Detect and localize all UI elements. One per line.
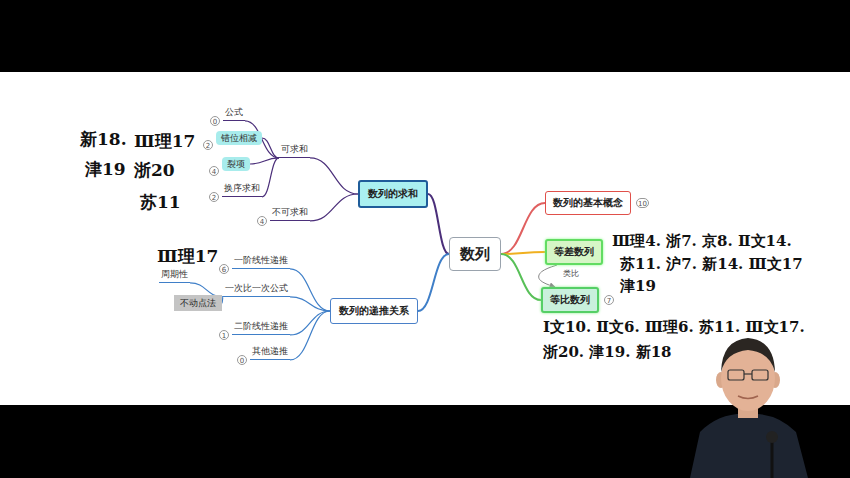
slide-area	[0, 72, 850, 405]
presenter-glasses	[728, 370, 744, 380]
branch-line	[290, 311, 330, 335]
topic-text: 其他递推	[252, 346, 288, 357]
branch-line	[310, 158, 358, 194]
topic-text: 数列的求和	[368, 188, 418, 200]
highlighted-subtopic: 裂项	[222, 157, 250, 172]
topic-text: 错位相减	[221, 133, 257, 144]
main-topic: 数列的基本概念	[545, 191, 631, 215]
presenter-body	[690, 414, 808, 478]
branch-line	[418, 254, 449, 311]
branch-line	[501, 252, 545, 254]
subtopic: 一阶线性递推	[232, 255, 290, 269]
topic-text: 数列的递推关系	[339, 305, 409, 317]
topic-count-badge: 7	[604, 295, 614, 305]
subtopic: 换序求和	[222, 183, 262, 197]
handwritten-note: 苏11	[140, 193, 181, 212]
topic-text: 裂项	[227, 159, 245, 170]
topic-text: 数列	[460, 245, 490, 263]
topic-text: 数列的基本概念	[553, 197, 623, 209]
topic-text: 等比数列	[550, 294, 590, 306]
main-topic: 数列的递推关系	[330, 298, 418, 324]
topic-text: 一次比一次公式	[225, 283, 288, 294]
presenter-mouth	[738, 396, 758, 399]
method-box: 不动点法	[174, 295, 222, 312]
subtopic: 其他递推	[250, 346, 290, 360]
microphone	[766, 431, 778, 443]
branch-line	[310, 194, 358, 221]
branch-line	[290, 297, 330, 311]
subtopic: 一次比一次公式	[223, 283, 290, 297]
topic-text: 一阶线性递推	[234, 255, 288, 266]
handwritten-note: 津19	[85, 160, 126, 179]
presenter-glasses	[744, 373, 752, 374]
edge-label: 类比	[562, 270, 580, 279]
highlighted-subtopic: 错位相减	[216, 131, 262, 146]
central-topic: 数列	[449, 237, 501, 271]
topic-count-badge: 2	[203, 140, 213, 150]
handwritten-note: Ⅲ理17	[157, 247, 218, 266]
topic-text: 不可求和	[272, 207, 308, 218]
handwritten-note: Ⅲ理17	[134, 132, 195, 151]
main-topic: 数列的求和	[358, 180, 428, 208]
microphone-stand	[771, 442, 774, 478]
topic-text: 周期性	[161, 269, 188, 280]
presenter	[690, 338, 808, 478]
topic-text: 等差数列	[554, 246, 594, 258]
handwritten-note: 浙20. 津19. 新18	[543, 344, 672, 361]
subtopic: 可求和	[279, 144, 310, 158]
topic-count-badge: 0	[237, 355, 247, 365]
main-topic: 等差数列	[545, 239, 603, 265]
topic-count-badge: 4	[257, 216, 267, 226]
branch-line	[428, 194, 449, 254]
subtopic: 周期性	[159, 269, 190, 283]
analogy-arrow	[539, 265, 557, 287]
topic-count-badge: 4	[209, 166, 219, 176]
branch-line	[501, 254, 541, 300]
presenter-hair	[721, 338, 775, 372]
subtopic: 不可求和	[270, 207, 310, 221]
topic-text: 换序求和	[224, 183, 260, 194]
branch-line	[290, 269, 330, 311]
handwritten-note: 浙20	[134, 161, 175, 180]
topic-text: 可求和	[281, 144, 308, 155]
subtopic: 二阶线性递推	[232, 321, 290, 335]
main-topic: 等比数列	[541, 287, 599, 313]
handwritten-note: Ⅰ文10. Ⅱ文6. Ⅲ理6. 苏11. Ⅲ文17.	[543, 319, 805, 336]
branch-line	[222, 297, 223, 303]
branch-line	[262, 158, 279, 197]
branch-line	[262, 138, 279, 158]
topic-text: 二阶线性递推	[234, 321, 288, 332]
handwritten-note: 津19	[620, 278, 656, 295]
handwritten-note: Ⅲ理4. 浙7. 京8. Ⅱ文14.	[612, 233, 792, 250]
branch-line	[290, 311, 330, 360]
topic-count-badge: 0	[210, 116, 220, 126]
topic-count-badge: 6	[219, 264, 229, 274]
subtopic: 公式	[223, 107, 245, 121]
topic-count-badge: 10	[636, 198, 649, 208]
topic-text: 不动点法	[180, 298, 216, 309]
topic-text: 公式	[225, 107, 243, 118]
presenter-glasses	[752, 370, 768, 380]
topic-count-badge: 2	[209, 192, 219, 202]
topic-count-badge: 1	[219, 330, 229, 340]
branch-line	[501, 203, 545, 254]
handwritten-note: 新18.	[80, 130, 127, 149]
handwritten-note: 苏11. 沪7. 新14. Ⅲ文17	[620, 256, 803, 273]
